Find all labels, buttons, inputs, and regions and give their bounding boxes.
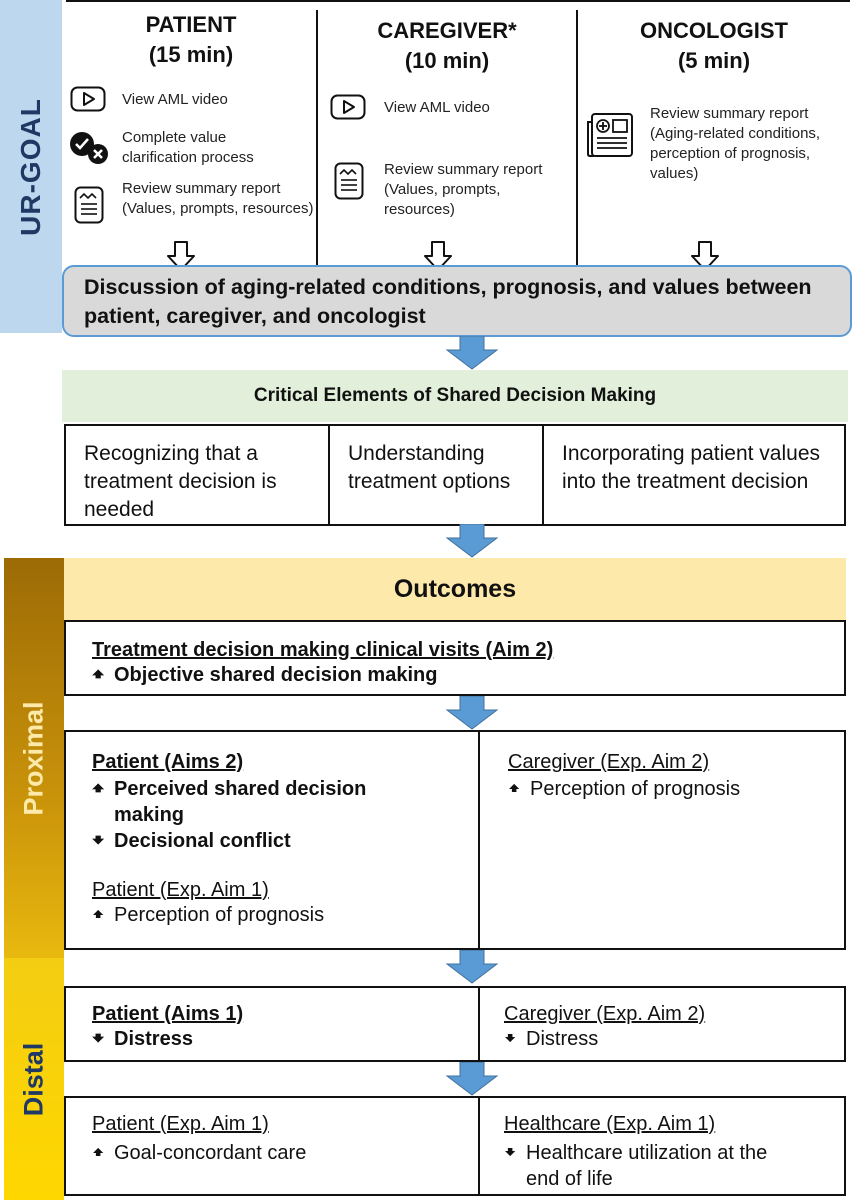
distal-goal-line: 🠹 Goal-concordant care bbox=[92, 1142, 307, 1164]
down-arrow-icon bbox=[691, 241, 719, 271]
proximal-patient-exp-heading: Patient (Exp. Aim 1) bbox=[92, 879, 269, 901]
flow-arrow-icon bbox=[446, 1062, 498, 1096]
patient-column: PATIENT (15 min) View AML video Complete… bbox=[66, 2, 316, 274]
distal-healthcare-line: 🠻 Healthcare utilization at the end of l… bbox=[504, 1142, 768, 1190]
down-arrow-icon: 🠻 bbox=[92, 830, 105, 852]
flow-arrow-icon bbox=[446, 696, 498, 730]
proximal-patient-heading: Patient (Aims 2) bbox=[92, 751, 244, 773]
down-arrow-icon: 🠻 bbox=[504, 1142, 517, 1164]
caregiver-column: CAREGIVER* (10 min) View AML video Revie… bbox=[318, 2, 576, 274]
distal-patient-cell: Patient (Aims 1) 🠻 Distress bbox=[66, 988, 480, 1060]
proximal-patient-line: 🠻 Decisional conflict bbox=[92, 830, 291, 852]
distal-patient-line: 🠻 Distress bbox=[92, 1028, 193, 1050]
up-arrow-icon: 🠹 bbox=[92, 778, 105, 800]
distal-care-box: Patient (Exp. Aim 1) 🠹 Goal-concordant c… bbox=[64, 1096, 846, 1196]
report-document-icon bbox=[74, 186, 104, 224]
down-arrow-icon: 🠻 bbox=[504, 1028, 517, 1050]
distal-goal-cell: Patient (Exp. Aim 1) 🠹 Goal-concordant c… bbox=[66, 1098, 480, 1194]
outcomes-title: Outcomes bbox=[393, 574, 517, 603]
caregiver-item-1: View AML video bbox=[384, 99, 490, 116]
outcomes-band: Outcomes bbox=[64, 558, 846, 620]
patient-title: PATIENT bbox=[145, 12, 237, 37]
patient-time: (15 min) bbox=[148, 42, 234, 67]
video-play-icon bbox=[70, 86, 106, 112]
sdm-element-understanding: Understanding treatment options bbox=[330, 426, 544, 524]
proximal-caregiver-line: 🠹 Perception of prognosis bbox=[508, 778, 741, 800]
oncologist-time: (5 min) bbox=[677, 48, 751, 73]
discussion-text: Discussion of aging-related conditions, … bbox=[84, 275, 812, 328]
proximal-patient-line: 🠹 Perceived shared decision making bbox=[92, 778, 367, 826]
proximal-outcomes-box: Patient (Aims 2) 🠹 Perceived shared deci… bbox=[64, 730, 846, 950]
proximal-caregiver-heading: Caregiver (Exp. Aim 2) bbox=[508, 751, 710, 773]
patient-item-1: View AML video bbox=[122, 91, 228, 108]
report-document-icon bbox=[334, 162, 364, 200]
down-arrow-icon bbox=[167, 241, 195, 271]
sdm-elements: Recognizing that a treatment decision is… bbox=[64, 424, 846, 526]
proximal-visits-box: Treatment decision making clinical visit… bbox=[64, 620, 846, 696]
visits-line: 🠹 Objective shared decision making bbox=[92, 664, 438, 686]
column-divider bbox=[576, 10, 578, 272]
sdm-element-incorporating: Incorporating patient values into the tr… bbox=[562, 442, 820, 493]
video-play-icon bbox=[330, 94, 366, 120]
down-arrow-icon: 🠻 bbox=[92, 1028, 105, 1050]
patient-item-3: Review summary report (Values, prompts, … bbox=[122, 180, 314, 217]
up-arrow-icon: 🠹 bbox=[508, 778, 521, 800]
distal-caregiver-cell: Caregiver (Exp. Aim 2) 🠻 Distress bbox=[480, 988, 844, 1060]
intervention-columns: PATIENT (15 min) View AML video Complete… bbox=[66, 0, 850, 272]
distal-healthcare-cell: Healthcare (Exp. Aim 1) 🠻 Healthcare uti… bbox=[480, 1098, 844, 1194]
proximal-patient-exp-line: 🠹 Perception of prognosis bbox=[92, 904, 325, 926]
sdm-title: Critical Elements of Shared Decision Mak… bbox=[253, 385, 657, 406]
newspaper-report-icon bbox=[587, 113, 633, 157]
flow-arrow-icon bbox=[446, 336, 498, 370]
down-arrow-icon bbox=[424, 241, 452, 271]
distal-goal-heading: Patient (Exp. Aim 1) bbox=[92, 1113, 269, 1135]
distal-caregiver-line: 🠻 Distress bbox=[504, 1028, 599, 1050]
flow-arrow-icon bbox=[446, 524, 498, 558]
ur-goal-band: UR-GOAL bbox=[0, 0, 62, 333]
distal-patient-heading: Patient (Aims 1) bbox=[92, 1003, 244, 1025]
up-arrow-icon: 🠹 bbox=[92, 1142, 105, 1164]
proximal-caregiver-cell: Caregiver (Exp. Aim 2) 🠹 Perception of p… bbox=[480, 732, 844, 948]
sdm-band: Critical Elements of Shared Decision Mak… bbox=[62, 370, 848, 422]
up-arrow-icon: 🠹 bbox=[92, 904, 105, 926]
caregiver-item-2: Review summary report (Values, prompts, … bbox=[384, 161, 543, 218]
discussion-box: Discussion of aging-related conditions, … bbox=[62, 265, 852, 337]
oncologist-title: ONCOLOGIST bbox=[640, 18, 788, 43]
sdm-element-recognizing: Recognizing that a treatment decision is… bbox=[66, 426, 330, 524]
caregiver-title: CAREGIVER* bbox=[377, 18, 517, 43]
ur-goal-label: UR-GOAL bbox=[15, 97, 46, 236]
value-clarification-icon bbox=[70, 132, 108, 164]
proximal-band: Proximal bbox=[4, 558, 64, 958]
oncologist-item-1: Review summary report (Aging-related con… bbox=[650, 105, 821, 182]
up-arrow-icon: 🠹 bbox=[92, 664, 105, 686]
oncologist-column: ONCOLOGIST (5 min) Review summary report… bbox=[578, 2, 850, 274]
proximal-patient-cell: Patient (Aims 2) 🠹 Perceived shared deci… bbox=[66, 732, 480, 948]
visits-heading: Treatment decision making clinical visit… bbox=[92, 639, 554, 661]
distal-distress-box: Patient (Aims 1) 🠻 Distress Caregiver (E… bbox=[64, 986, 846, 1062]
distal-label: Distal bbox=[18, 1042, 49, 1116]
caregiver-time: (10 min) bbox=[404, 48, 490, 73]
column-divider bbox=[316, 10, 318, 272]
distal-healthcare-heading: Healthcare (Exp. Aim 1) bbox=[504, 1113, 716, 1135]
distal-band: Distal bbox=[4, 958, 64, 1200]
flow-arrow-icon bbox=[446, 950, 498, 984]
patient-item-2: Complete value clarification process bbox=[122, 129, 254, 166]
proximal-label: Proximal bbox=[18, 700, 49, 816]
distal-caregiver-heading: Caregiver (Exp. Aim 2) bbox=[504, 1003, 706, 1025]
